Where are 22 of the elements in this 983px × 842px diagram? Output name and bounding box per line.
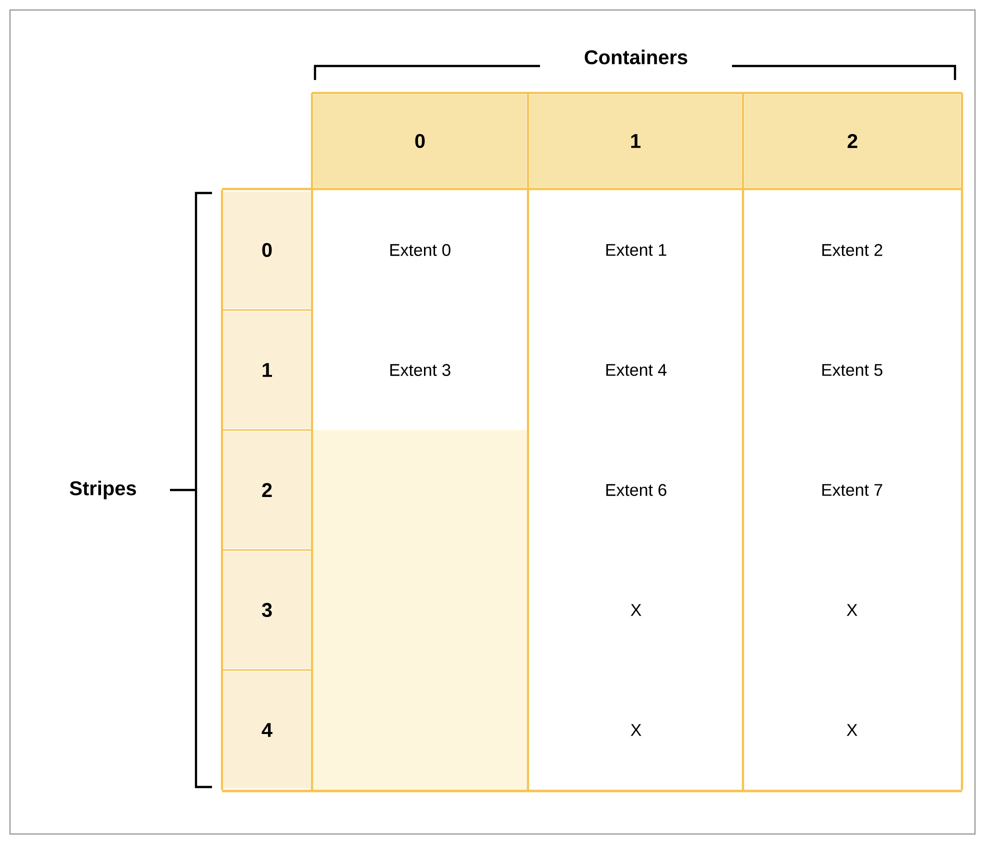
extent-label: X (846, 604, 858, 616)
extent-label: Extent 1 (606, 244, 666, 256)
row-header: 0 (224, 192, 310, 308)
column-header: 0 (314, 94, 526, 188)
extent-label: Extent 6 (606, 484, 666, 496)
row-header: 2 (224, 432, 310, 548)
column-header: 1 (530, 94, 742, 188)
row-header: 4 (224, 672, 310, 788)
extent-label: Extent 7 (822, 484, 882, 496)
column-header: 2 (744, 94, 960, 188)
row-header: 1 (224, 312, 310, 428)
extent-label: X (630, 604, 642, 616)
bracket-label: Containers (584, 50, 688, 64)
extent-label: Extent 3 (390, 364, 450, 376)
extent-label: X (630, 724, 642, 736)
extent-label: X (846, 724, 858, 736)
extent-label: Extent 0 (390, 244, 450, 256)
row-header: 3 (224, 552, 310, 668)
bracket-label: Stripes (70, 480, 136, 500)
extent-label: Extent 2 (822, 244, 882, 256)
extent-label: Extent 5 (822, 364, 882, 376)
extent-label: Extent 4 (606, 364, 667, 376)
